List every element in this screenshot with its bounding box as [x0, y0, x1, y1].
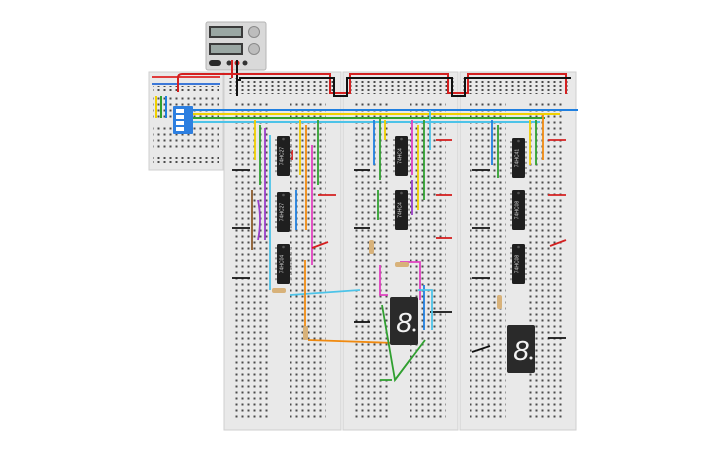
chip-label: 74HC27 [280, 203, 286, 222]
power-rails [177, 60, 571, 97]
chip-u5[interactable]: 74HC4 [393, 190, 410, 230]
chip-label: 74HC4 [398, 202, 404, 218]
chip-label: 74HC08 [515, 201, 521, 220]
chip-u4[interactable]: 74HC4 [393, 136, 410, 176]
chip-u2[interactable]: 74HC27 [275, 192, 292, 232]
chip-u7[interactable]: 74HC08 [510, 190, 527, 230]
chip-u1[interactable]: 74HC27 [275, 136, 292, 176]
board3-wires [471, 115, 567, 353]
chip-u3[interactable]: 74HC04 [275, 244, 292, 284]
resistors [272, 240, 502, 340]
display-2[interactable]: 8 [507, 325, 535, 373]
dip-switch[interactable] [173, 106, 193, 134]
chip-label: 74HC41 [515, 149, 521, 168]
power-supply[interactable] [205, 21, 267, 71]
display-1-digit: 8 [396, 307, 412, 338]
chip-u6[interactable]: 74HC41 [510, 138, 527, 178]
display-1[interactable]: 8 [390, 297, 418, 345]
chip-label: 74HC27 [280, 147, 286, 166]
breadboard-small [148, 71, 224, 171]
breadboard-2 [342, 71, 459, 431]
chip-u8[interactable]: 74HC08 [510, 244, 527, 284]
chips-layer: 74HC27 74HC27 74HC04 74HC4 74HC4 74HC41 74HC08… [275, 136, 527, 284]
chip-label: 74HC08 [515, 255, 521, 274]
resistor-1 [272, 288, 286, 293]
display-2-digit: 8 [513, 335, 529, 366]
resistor-2 [303, 326, 308, 340]
chip-label: 74HC04 [280, 255, 286, 274]
resistor-4 [395, 262, 409, 267]
resistor-5 [497, 295, 502, 309]
resistor-3 [369, 240, 374, 254]
chip-label: 74HC4 [398, 148, 404, 164]
bus-wires [155, 96, 578, 123]
